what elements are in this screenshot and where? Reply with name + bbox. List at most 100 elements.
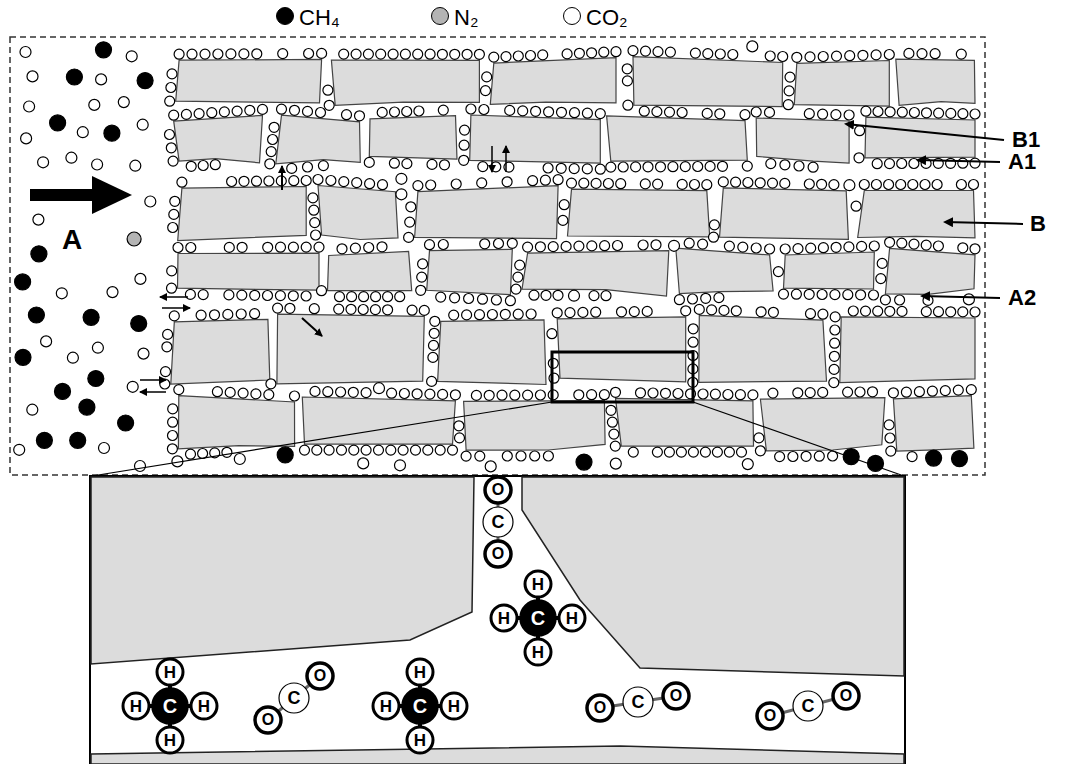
atom-circle — [793, 691, 823, 721]
coal-particle — [415, 186, 558, 239]
gas-molecule — [587, 241, 597, 251]
gas-molecule — [213, 49, 223, 59]
gas-molecule — [448, 445, 458, 455]
gas-molecule — [225, 387, 235, 397]
gas-molecule — [818, 387, 828, 397]
atom-circle — [407, 659, 433, 685]
gas-molecule — [653, 47, 663, 57]
gas-molecule — [167, 266, 177, 276]
gas-molecule — [569, 164, 579, 174]
gas-molecule — [407, 305, 417, 315]
gas-molecule — [688, 447, 698, 457]
gas-molecule — [290, 105, 300, 115]
gas-molecule — [544, 107, 554, 117]
gas-molecule — [628, 447, 638, 457]
gas-molecule — [339, 49, 349, 59]
gas-molecule — [118, 415, 134, 431]
gas-molecule — [428, 352, 438, 362]
gas-molecule — [324, 445, 334, 455]
gas-molecule — [743, 178, 753, 188]
coal-particle — [858, 191, 975, 238]
gas-molecule — [715, 49, 725, 59]
gas-molecule — [27, 404, 38, 415]
gas-molecule — [15, 274, 31, 290]
gas-molecule — [768, 388, 778, 398]
gas-molecule — [167, 283, 177, 293]
gas-molecule — [451, 179, 461, 189]
gas-molecule — [921, 307, 931, 317]
gas-molecule — [805, 388, 815, 398]
atom-label: H — [491, 605, 517, 631]
atom-label: O — [757, 703, 783, 729]
gas-molecule — [756, 307, 766, 317]
atom-circle — [491, 605, 517, 631]
gas-molecule — [347, 292, 357, 302]
gas-molecule — [652, 447, 662, 457]
gas-molecule — [118, 97, 129, 108]
coal-particles — [171, 57, 975, 452]
atom-label: H — [123, 693, 149, 719]
legend-swatch — [563, 7, 581, 25]
gas-molecule — [337, 244, 347, 254]
gas-molecule — [250, 309, 260, 319]
gas-molecule — [766, 159, 776, 169]
gas-molecule — [396, 189, 407, 200]
gas-molecule — [311, 230, 321, 240]
gas-molecule — [450, 49, 460, 59]
gas-molecule — [501, 52, 511, 62]
gas-molecule — [387, 388, 397, 398]
atom-circle — [623, 687, 653, 717]
gas-molecule — [314, 242, 324, 252]
coal-particle — [784, 252, 875, 289]
gas-molecule — [606, 162, 616, 172]
gas-molecule — [287, 163, 297, 173]
gas-molecule — [523, 242, 533, 252]
gas-molecule — [399, 389, 409, 399]
atom-label: O — [833, 683, 859, 709]
atom-circle — [191, 693, 217, 719]
atom-label: C — [483, 507, 513, 537]
gas-molecule — [413, 49, 423, 59]
atom-label: C — [279, 683, 309, 713]
gas-molecule — [526, 309, 536, 319]
gas-molecule — [70, 432, 86, 448]
gas-molecule — [567, 178, 577, 188]
gas-molecule — [127, 232, 141, 246]
atom-label: O — [255, 707, 281, 733]
gas-molecule — [665, 107, 675, 117]
atom-circle — [525, 639, 551, 665]
gas-molecule — [737, 447, 747, 457]
gas-molecule — [92, 159, 103, 170]
gas-molecule — [703, 49, 713, 59]
atom-label: H — [191, 693, 217, 719]
gas-molecule — [346, 304, 356, 314]
coal-particle — [174, 115, 263, 162]
gas-molecule — [309, 205, 319, 215]
gas-molecule — [497, 390, 507, 400]
legend-swatch — [431, 7, 449, 25]
gas-molecule — [126, 51, 137, 62]
coal-particle — [616, 398, 754, 446]
gas-molecule — [41, 336, 52, 347]
gas-molecule — [909, 108, 919, 118]
atom-label: O — [485, 477, 511, 503]
gas-molecule — [266, 147, 276, 157]
gas-molecule — [210, 160, 220, 170]
gas-molecule — [818, 109, 828, 119]
gas-molecule — [617, 307, 627, 317]
gas-molecule — [531, 106, 541, 116]
gas-molecule — [27, 71, 38, 82]
gas-molecule — [181, 109, 191, 119]
gas-molecule — [843, 290, 853, 300]
atom-label: H — [407, 659, 433, 685]
gas-molecule — [383, 305, 393, 315]
gas-molecule — [475, 451, 485, 461]
gas-molecule — [425, 389, 435, 399]
gas-molecule — [131, 316, 147, 332]
coal-particle — [302, 397, 455, 444]
atom-circle — [525, 571, 551, 597]
gas-molecule — [388, 49, 398, 59]
atom-label: O — [587, 695, 613, 721]
atom-circle — [279, 683, 309, 713]
gas-molecule — [641, 46, 651, 56]
